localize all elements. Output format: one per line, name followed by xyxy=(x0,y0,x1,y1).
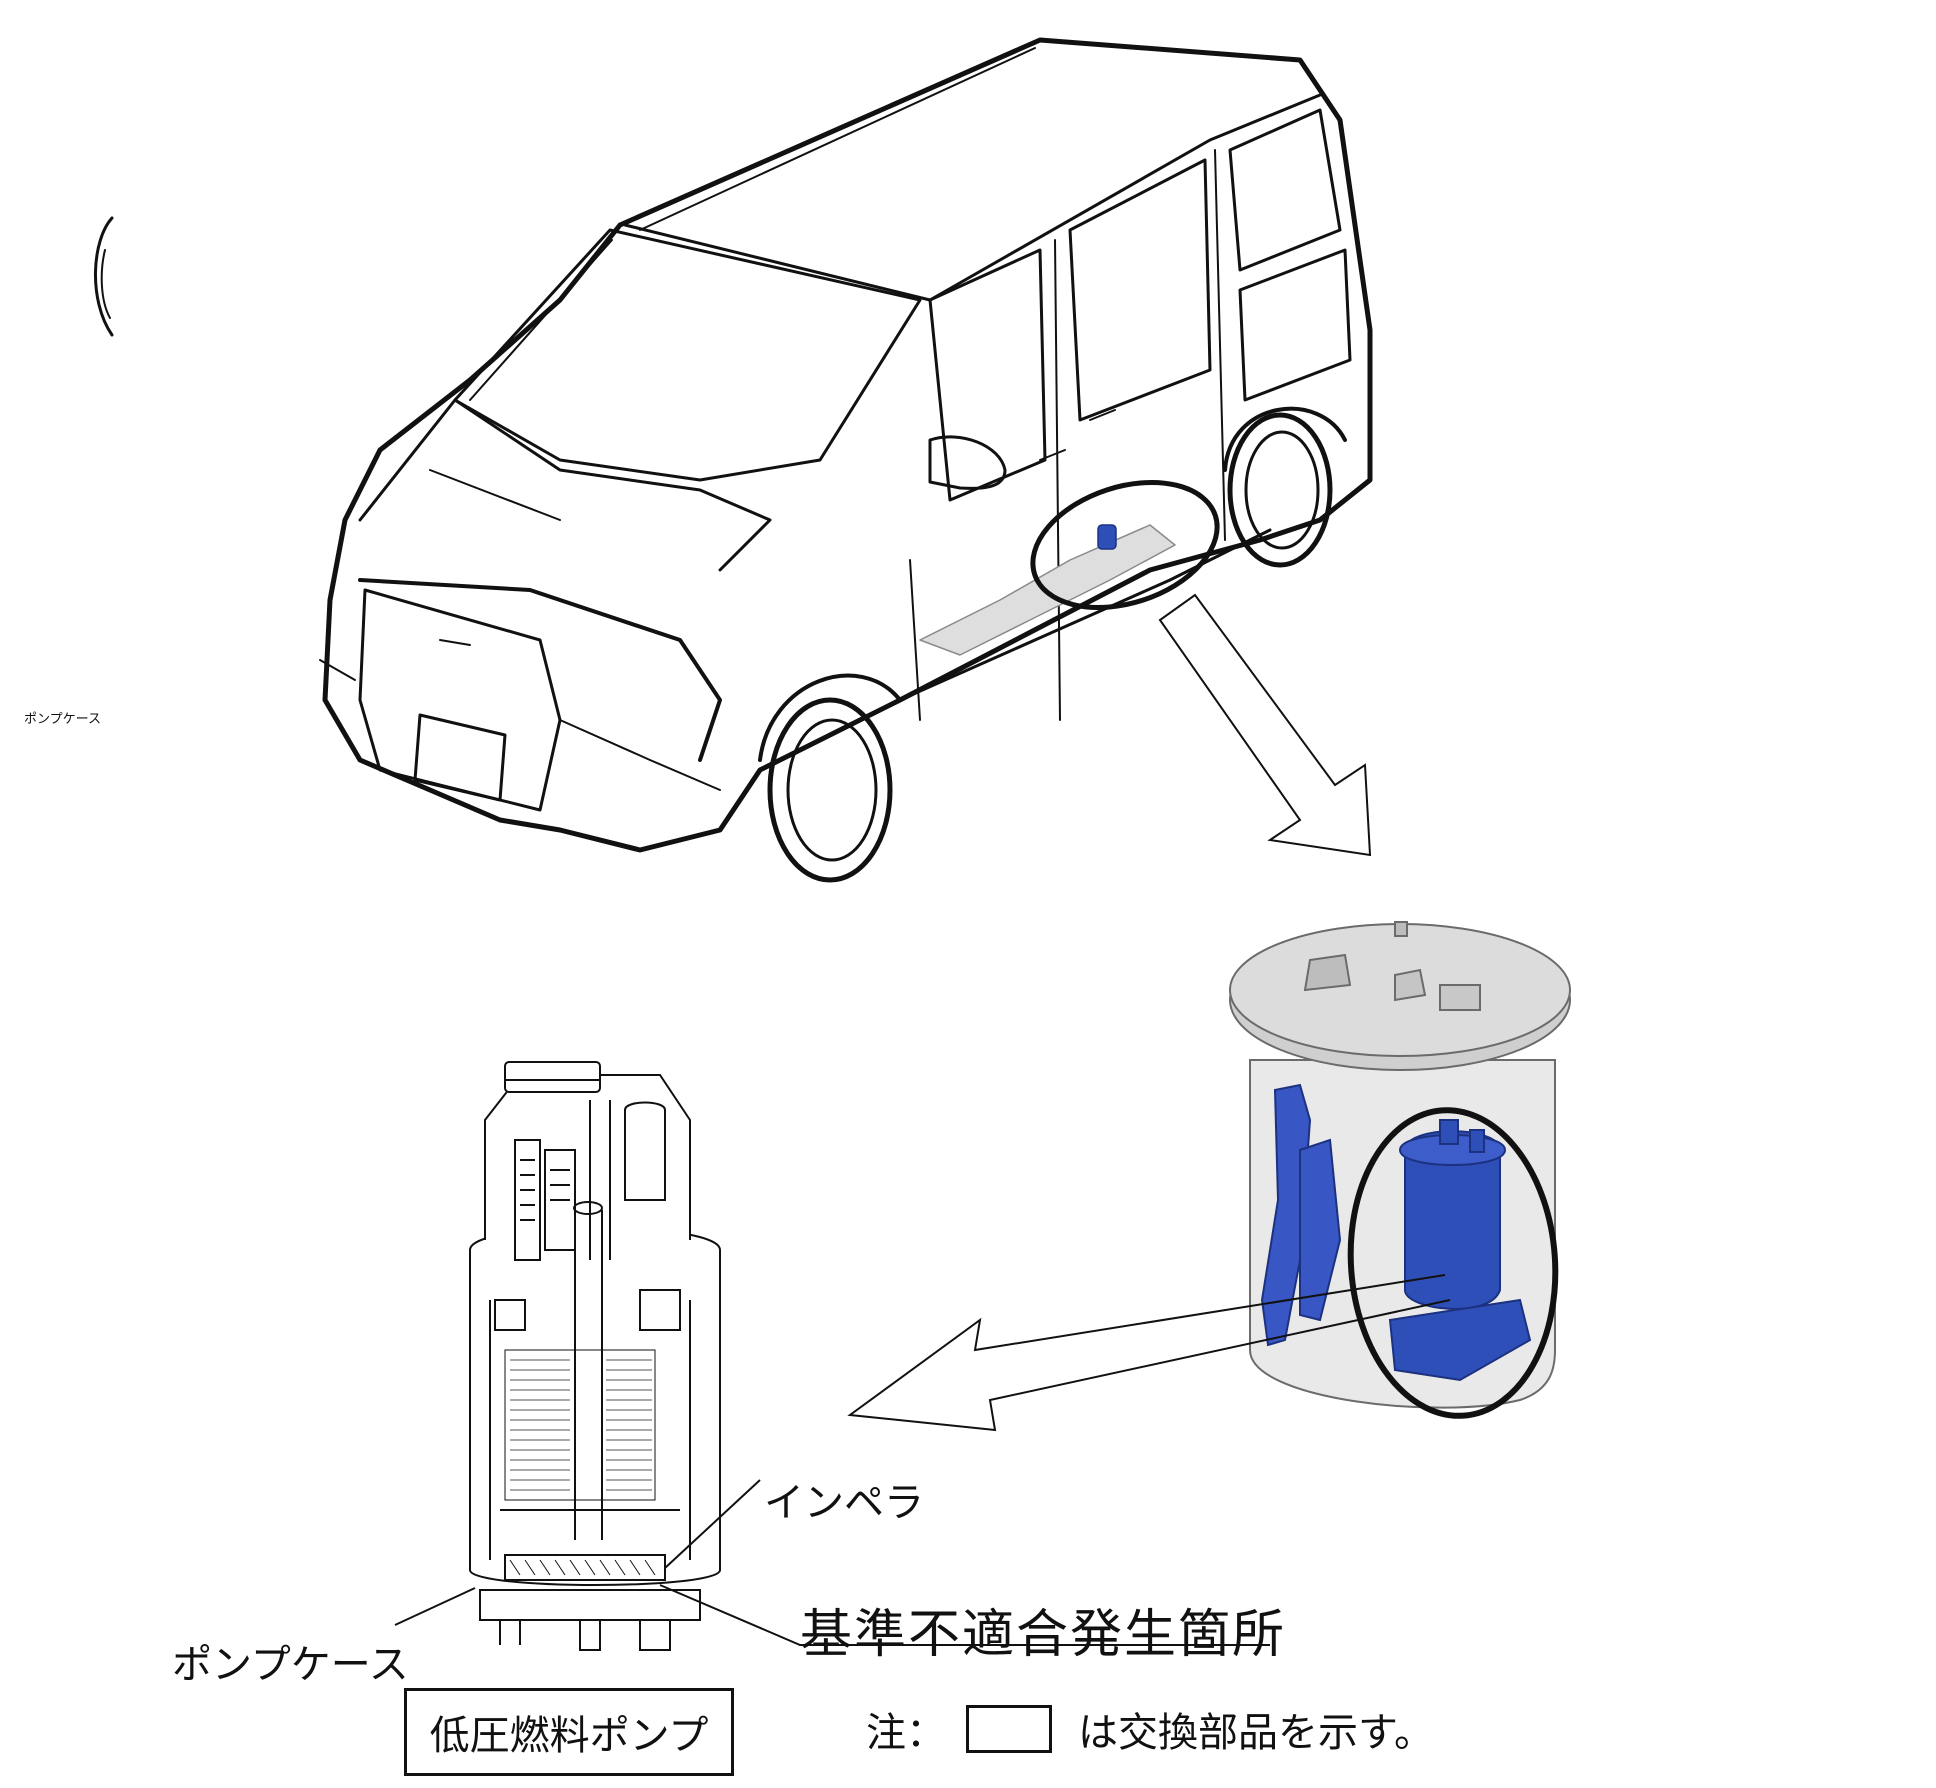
nonconformity-location-label: 基準不適合発生箇所 xyxy=(800,1605,1287,1665)
note-suffix: は交換部品を示す。 xyxy=(1078,1710,1434,1756)
pump-case-label: ポンプケース xyxy=(172,1642,409,1688)
pump-location-marker xyxy=(1097,524,1117,550)
replacement-part-box: 低圧燃料ポンプ xyxy=(404,1688,734,1776)
arrow-to-pump xyxy=(847,1274,1451,1432)
low-pressure-fuel-pump-highlight xyxy=(1404,1130,1501,1310)
note-legend-box xyxy=(966,1705,1052,1753)
pump-highlight-circle xyxy=(1347,1107,1559,1419)
impeller-label: インペラ xyxy=(764,1480,924,1526)
arrow-to-module xyxy=(1158,593,1372,857)
legend-note: 注： は交換部品を示す。 xyxy=(866,1700,1434,1758)
van-illustration xyxy=(94,37,1373,883)
note-prefix: 注： xyxy=(866,1710,946,1756)
pump-cutaway xyxy=(394,1061,1270,1651)
replacement-part-name: 低圧燃料ポンプ xyxy=(429,1713,709,1759)
side-fragment-label: ポンプケース xyxy=(24,712,101,727)
fuel-pump-module xyxy=(1229,921,1571,1409)
